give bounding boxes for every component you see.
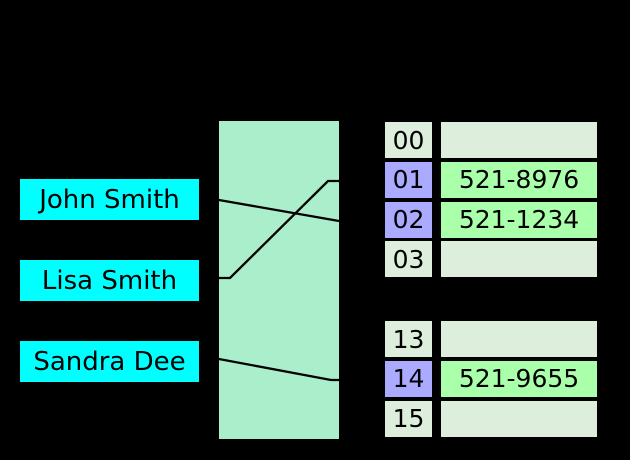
bucket-index-14: 14	[385, 360, 432, 397]
bucket-value-13	[439, 319, 599, 359]
bucket-index-00: 00	[385, 122, 432, 158]
bucket-index-15: 15	[385, 400, 432, 437]
key-box-sandra-dee: Sandra Dee	[20, 341, 199, 382]
key-box-lisa-smith: Lisa Smith	[20, 260, 199, 301]
bucket-value-00	[439, 120, 599, 160]
bucket-value-14: 521-9655	[439, 358, 599, 399]
bucket-value-02: 521-1234	[439, 199, 599, 240]
bucket-value-15	[439, 398, 599, 439]
hash-function-box	[219, 121, 339, 439]
bucket-index-13: 13	[385, 321, 432, 357]
bucket-index-01: 01	[385, 161, 432, 198]
bucket-index-03: 03	[385, 241, 432, 278]
key-box-john-smith: John Smith	[20, 179, 199, 220]
bucket-value-03	[439, 239, 599, 280]
bucket-value-01: 521-8976	[439, 159, 599, 200]
bucket-index-02: 02	[385, 201, 432, 238]
